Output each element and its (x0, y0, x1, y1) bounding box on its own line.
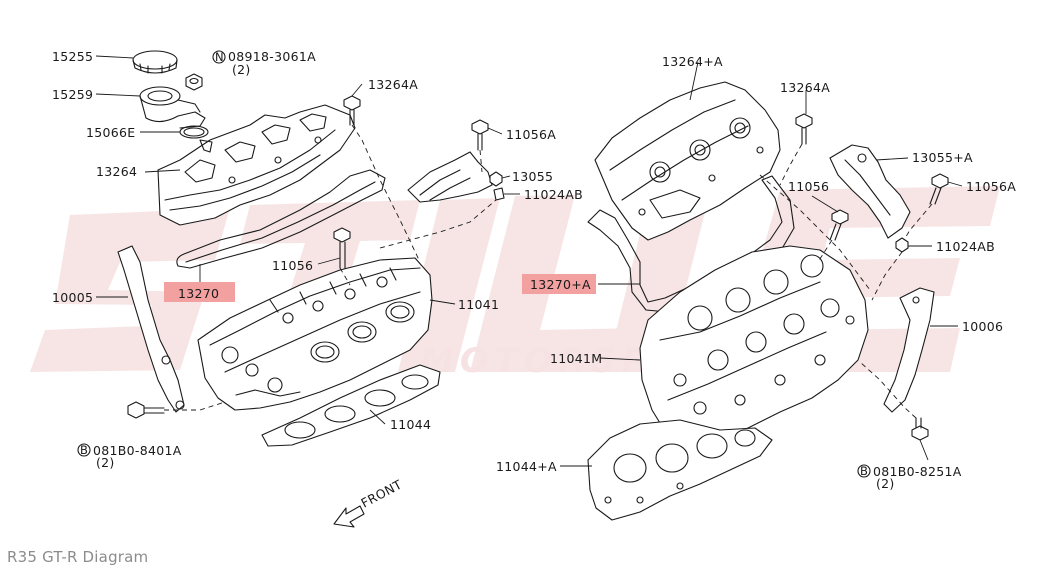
cylinder-head-left (197, 257, 433, 411)
heat-cover-13055a (829, 144, 911, 239)
prefix-b-left: B (80, 443, 88, 457)
prefix-b-right: B (860, 464, 868, 478)
label-13264a-plus: 13264+A (662, 54, 723, 69)
leader-lines (95, 55, 963, 467)
label-11056-mid: 11056 (272, 258, 313, 273)
diagram-caption: R35 GT-R Diagram (7, 548, 149, 566)
cylinder-head-right (639, 245, 869, 449)
label-10006: 10006 (962, 319, 1003, 334)
prefix-circle-b-left (77, 443, 91, 457)
chain-guide-left (117, 245, 185, 413)
oil-filler-neck (139, 86, 206, 129)
nut-11024ab-mid (489, 171, 503, 187)
label-081b0-left: 081B0-8401A (93, 443, 182, 458)
label-081b0-right-qty: (2) (876, 476, 895, 491)
label-11041m: 11041M (550, 351, 602, 366)
front-arrow-icon (333, 505, 365, 528)
label-15259: 15259 (52, 87, 93, 102)
label-08918-qty: (2) (232, 62, 251, 77)
label-13270a: 13270+A (530, 277, 591, 292)
label-13270: 13270 (178, 286, 219, 301)
label-11024ab-right: 11024AB (936, 239, 995, 254)
label-13055: 13055 (512, 169, 553, 184)
bolt-081b0-right (911, 417, 929, 441)
highlight-13270 (164, 282, 235, 302)
bolt-11056a-right (929, 173, 949, 205)
label-13264a-left: 13264A (368, 77, 418, 92)
nut-11024ab-right (895, 237, 909, 253)
valve-cover-gasket-left (176, 169, 386, 269)
label-15255: 15255 (52, 49, 93, 64)
bolt-11056-mid (333, 227, 351, 269)
bolt-11056-right (829, 209, 849, 241)
valve-cover-left (157, 104, 356, 226)
label-081b0-left-qty: (2) (96, 455, 115, 470)
oil-filler-cap (132, 50, 178, 74)
label-081b0-right: 081B0-8251A (873, 464, 962, 479)
label-10005: 10005 (52, 290, 93, 305)
front-label: FRONT (358, 477, 404, 511)
heat-cover-13055 (407, 151, 493, 203)
valve-cover-right (594, 81, 781, 241)
label-15066e: 15066E (86, 125, 135, 140)
label-13264a-right: 13264A (780, 80, 830, 95)
chain-guide-right (883, 287, 935, 413)
label-08918: 08918-3061A (228, 49, 316, 64)
valve-cover-gasket-right (587, 175, 795, 313)
label-11044a: 11044+A (496, 459, 557, 474)
bolt-13264a-right (795, 113, 813, 145)
prefix-n: N (215, 50, 224, 64)
highlight-13270a (522, 274, 596, 294)
prefix-circle-n (212, 50, 226, 64)
label-11024ab-mid: 11024AB (524, 187, 583, 202)
label-11056a-mid: 11056A (506, 127, 556, 142)
prefix-circle-b-right (857, 464, 871, 478)
label-13264: 13264 (96, 164, 137, 179)
head-gasket-left (261, 364, 441, 447)
label-11041: 11041 (458, 297, 499, 312)
label-11056-right: 11056 (788, 179, 829, 194)
head-gasket-right (587, 419, 773, 521)
label-11056a-right: 11056A (966, 179, 1016, 194)
label-11044: 11044 (390, 417, 431, 432)
bolt-081b0-left (127, 401, 165, 419)
nut-08918 (185, 73, 203, 91)
label-13055a: 13055+A (912, 150, 973, 165)
bolt-11056a-mid (471, 119, 489, 151)
